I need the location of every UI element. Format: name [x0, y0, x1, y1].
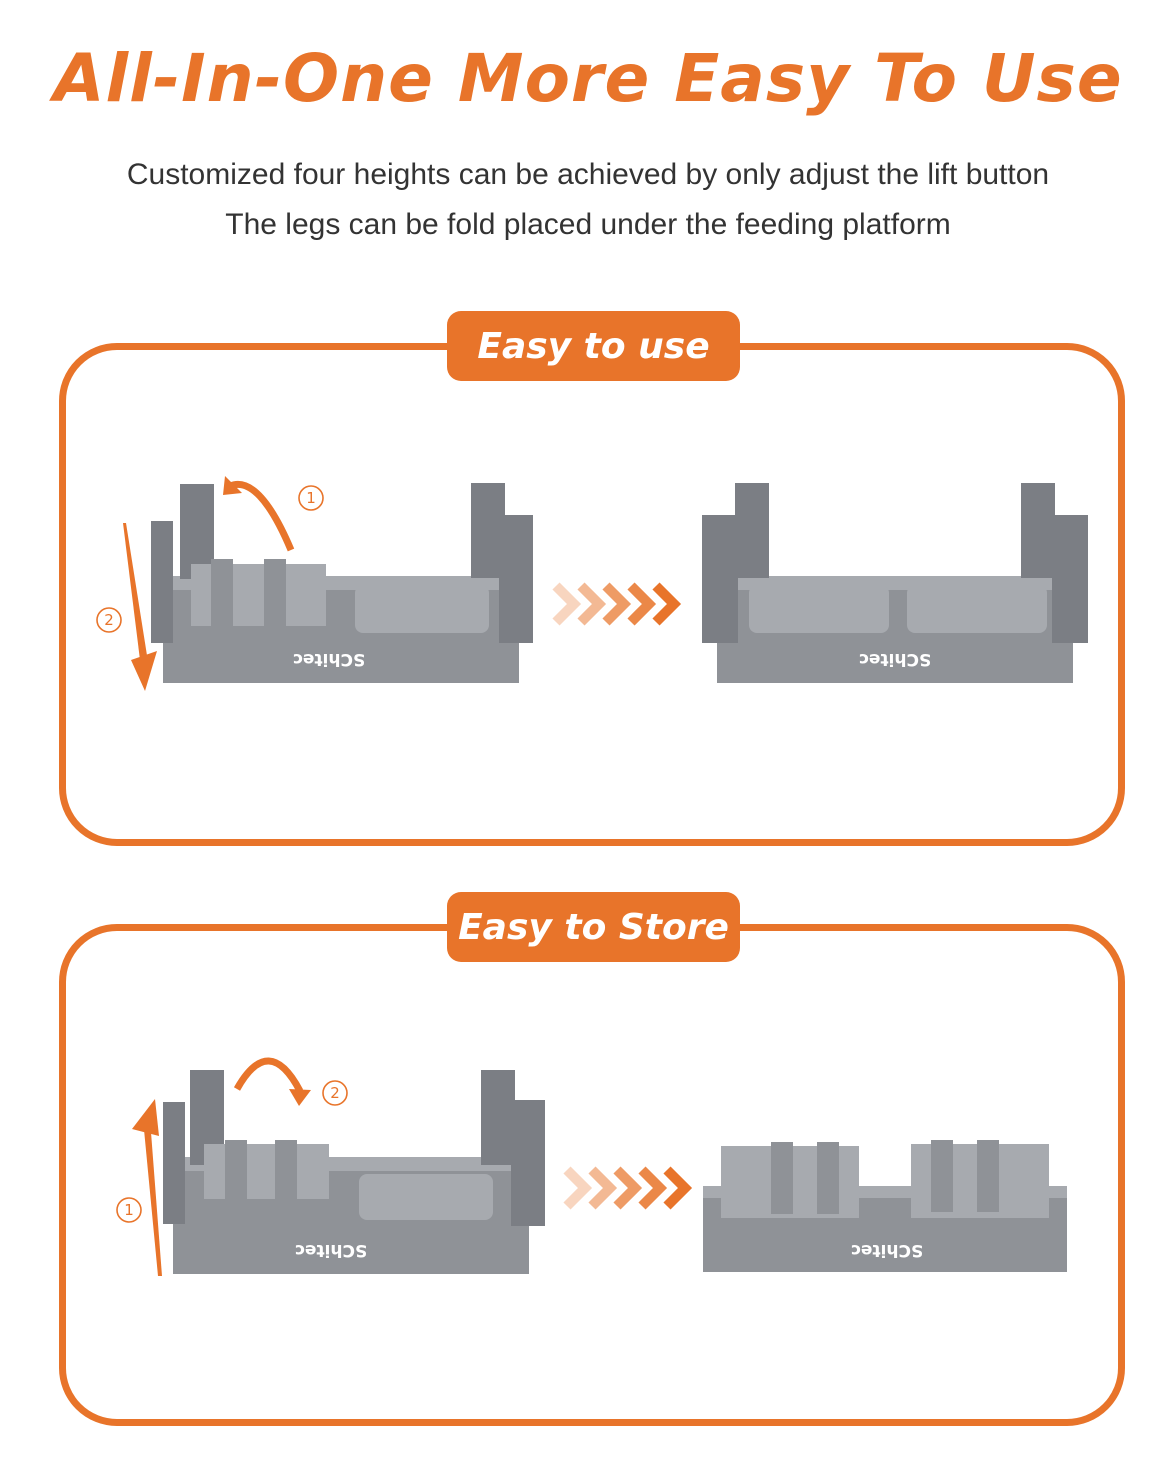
feeder-fully-open: SChitec: [702, 483, 1088, 683]
brand-logo: SChitec: [293, 649, 365, 669]
easy-to-use-badge: Easy to use: [447, 311, 740, 381]
step-2-label: 2: [330, 1084, 340, 1102]
easy-to-store-illustration: 2 1 SChitec SChitec: [116, 1057, 1067, 1276]
brand-logo: SChitec: [295, 1240, 367, 1260]
subtitle-line-1: Customized four heights can be achieved …: [126, 158, 1050, 191]
feeder-partially-folded: SChitec: [163, 1070, 545, 1274]
feeder-partially-open: SChitec: [151, 483, 533, 683]
chevron-arrows-icon: [563, 1166, 693, 1210]
step-2-label: 2: [104, 611, 114, 629]
brand-logo: SChitec: [859, 649, 931, 669]
fold-action-icon: 2 1: [116, 1057, 348, 1276]
brand-logo: SChitec: [851, 1240, 923, 1260]
step-1-label: 1: [124, 1201, 134, 1219]
feeder-fully-folded: SChitec: [703, 1140, 1067, 1272]
step-1-label: 1: [306, 489, 316, 507]
easy-to-use-illustration: 1 2 SChitec SChitec: [96, 476, 1088, 691]
easy-to-store-badge: Easy to Store: [447, 892, 740, 962]
chevron-arrows-icon: [552, 582, 682, 626]
subtitle-line-2: The legs can be fold placed under the fe…: [225, 208, 951, 241]
page-title: All-In-One More Easy To Use: [53, 40, 1123, 117]
unfold-action-icon: 1 2: [96, 476, 324, 691]
